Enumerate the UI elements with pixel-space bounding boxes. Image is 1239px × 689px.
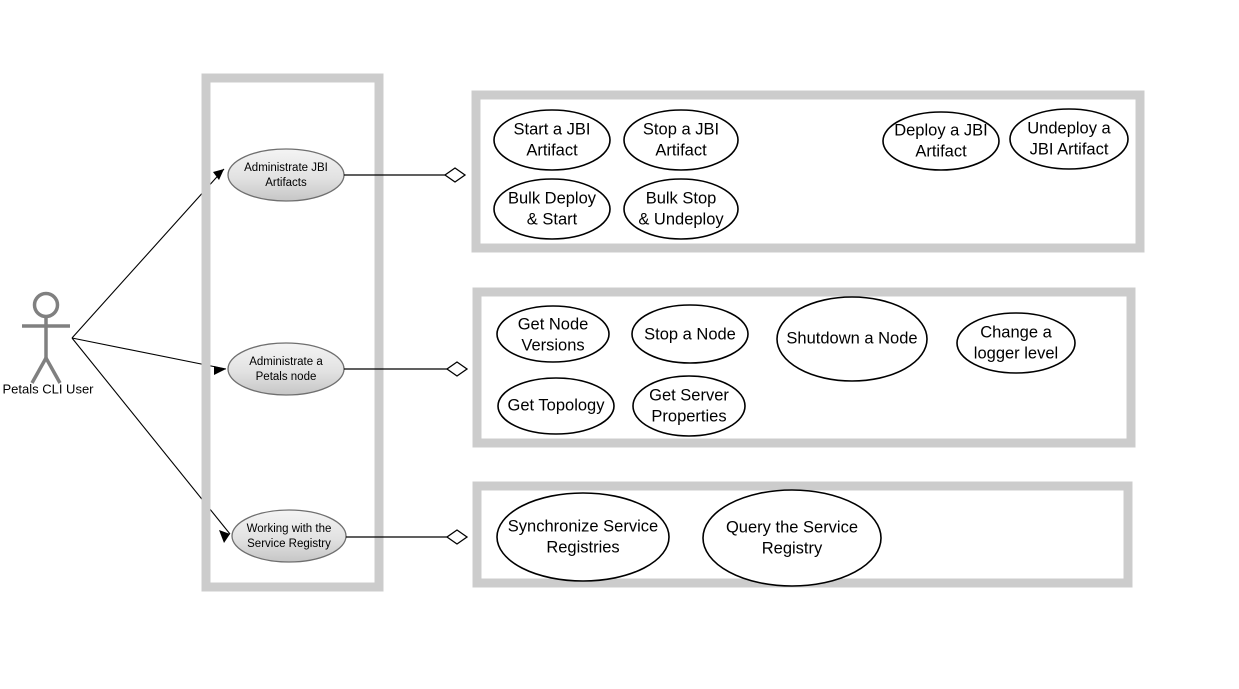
association-to-petals-node [71, 337, 227, 370]
arrowhead-service-registry-icon [219, 530, 230, 543]
usecase-label-change-a-logger-level-line1: Change a [980, 323, 1052, 341]
usecase-ellipse-bulk-deploy-and-start[interactable] [493, 178, 611, 240]
group-container-frame [201, 73, 384, 592]
actor-right-leg-icon [44, 357, 62, 384]
usecase-label-get-server-properties-line2: Properties [651, 407, 726, 425]
usecase-label-shutdown-a-node-line1: Shutdown a Node [786, 329, 917, 347]
usecase-get-node-versions[interactable]: Get Node Versions [496, 305, 610, 363]
usecase-ellipse-query-the-service-registry[interactable] [702, 489, 882, 587]
usecase-query-the-service-registry[interactable]: Query the Service Registry [702, 489, 882, 587]
association-to-jbi-artifacts [71, 168, 225, 339]
usecase-ellipse-get-server-properties[interactable] [632, 375, 746, 437]
aggregation-diamond-petals-node-icon [445, 361, 469, 377]
usecase-ellipse-get-node-versions[interactable] [496, 305, 610, 363]
group-label-jbi-artifacts-line2: Artifacts [265, 177, 307, 189]
usecase-label-undeploy-a-jbi-artifact-line1: Undeploy a [1027, 119, 1111, 137]
usecase-label-get-node-versions-line1: Get Node [518, 315, 589, 333]
usecase-ellipse-stop-a-node[interactable] [631, 304, 749, 364]
usecase-label-undeploy-a-jbi-artifact-line2: JBI Artifact [1030, 140, 1109, 158]
usecase-shutdown-a-node[interactable]: Shutdown a Node [776, 296, 928, 382]
usecase-label-deploy-a-jbi-artifact-line2: Artifact [915, 142, 967, 160]
usecase-synchronize-service-registries[interactable]: Synchronize Service Registries [496, 492, 670, 582]
usecase-stop-a-jbi-artifact[interactable]: Stop a JBI Artifact [623, 109, 739, 171]
usecase-label-get-topology-line1: Get Topology [508, 396, 606, 414]
usecase-ellipse-synchronize-service-registries[interactable] [496, 492, 670, 582]
usecase-label-stop-a-jbi-artifact-line1: Stop a JBI [643, 120, 719, 138]
usecase-deploy-a-jbi-artifact[interactable]: Deploy a JBI Artifact [882, 111, 1000, 171]
usecase-ellipse-get-topology[interactable] [497, 377, 615, 435]
usecase-label-start-a-jbi-artifact-line1: Start a JBI [513, 120, 590, 138]
usecase-ellipse-undeploy-a-jbi-artifact[interactable] [1009, 108, 1129, 170]
actor-head-icon [32, 291, 60, 319]
arrowhead-petals-node-icon [214, 366, 226, 375]
usecase-stop-a-node[interactable]: Stop a Node [631, 304, 749, 364]
usecase-bulk-deploy-and-start[interactable]: Bulk Deploy & Start [493, 178, 611, 240]
usecase-ellipse-deploy-a-jbi-artifact[interactable] [882, 111, 1000, 171]
usecase-ellipse-stop-a-jbi-artifact[interactable] [623, 109, 739, 171]
usecase-label-query-the-service-registry-line1: Query the Service [726, 518, 858, 536]
group-usecase-working-with-the-service-registry[interactable]: Working with the Service Registry [231, 509, 347, 563]
panel-frame-jbi-artifacts [471, 90, 1145, 253]
actor-left-leg-icon [30, 357, 48, 384]
group-usecase-administrate-a-petals-node[interactable]: Administrate a Petals node [227, 342, 345, 396]
group-label-petals-node-line2: Petals node [256, 371, 317, 383]
usecase-ellipse-bulk-stop-and-undeploy[interactable] [623, 178, 739, 240]
usecase-label-deploy-a-jbi-artifact-line1: Deploy a JBI [894, 121, 988, 139]
group-label-service-registry-line2: Service Registry [247, 538, 331, 550]
usecase-ellipse-change-a-logger-level[interactable] [956, 312, 1076, 374]
actor-label: Petals CLI User [2, 381, 94, 396]
group-usecase-administrate-jbi-artifacts[interactable]: Administrate JBI Artifacts [227, 148, 345, 202]
usecase-label-synchronize-service-registries-line1: Synchronize Service [508, 517, 658, 535]
group-label-petals-node-line1: Administrate a [249, 356, 323, 368]
aggregation-diamond-jbi-artifacts-icon [443, 167, 467, 183]
aggregation-links [344, 167, 469, 545]
usecase-label-start-a-jbi-artifact-line2: Artifact [526, 141, 578, 159]
usecase-label-change-a-logger-level-line2: logger level [974, 344, 1058, 362]
group-ellipse-petals-node[interactable] [227, 342, 345, 396]
usecase-label-stop-a-jbi-artifact-line2: Artifact [655, 141, 707, 159]
usecase-label-get-node-versions-line2: Versions [521, 336, 584, 354]
usecase-start-a-jbi-artifact[interactable]: Start a JBI Artifact [493, 109, 611, 171]
usecase-ellipse-shutdown-a-node[interactable] [776, 296, 928, 382]
arrowhead-jbi-artifacts-icon [213, 169, 224, 180]
usecase-label-bulk-stop-and-undeploy-line2: & Undeploy [638, 210, 724, 228]
usecase-ellipse-start-a-jbi-artifact[interactable] [493, 109, 611, 171]
group-ellipse-service-registry[interactable] [231, 509, 347, 563]
usecase-label-get-server-properties-line1: Get Server [649, 386, 729, 404]
usecase-label-synchronize-service-registries-line2: Registries [546, 538, 619, 556]
usecase-label-stop-a-node-line1: Stop a Node [644, 325, 736, 343]
actor-petals-cli-user[interactable]: Petals CLI User [2, 291, 94, 397]
group-label-service-registry-line1: Working with the [247, 523, 332, 535]
group-label-jbi-artifacts-line1: Administrate JBI [244, 162, 328, 174]
usecase-label-bulk-deploy-and-start-line2: & Start [527, 210, 578, 228]
aggregation-diamond-service-registry-icon [445, 529, 469, 545]
usecase-bulk-stop-and-undeploy[interactable]: Bulk Stop & Undeploy [623, 178, 739, 240]
usecase-get-server-properties[interactable]: Get Server Properties [632, 375, 746, 437]
usecase-label-bulk-stop-and-undeploy-line1: Bulk Stop [646, 189, 717, 207]
usecase-label-query-the-service-registry-line2: Registry [762, 539, 823, 557]
usecase-change-a-logger-level[interactable]: Change a logger level [956, 312, 1076, 374]
panel-frame-petals-node [472, 287, 1136, 448]
group-ellipse-jbi-artifacts[interactable] [227, 148, 345, 202]
usecase-get-topology[interactable]: Get Topology [497, 377, 615, 435]
usecase-label-bulk-deploy-and-start-line1: Bulk Deploy [508, 189, 597, 207]
usecase-undeploy-a-jbi-artifact[interactable]: Undeploy a JBI Artifact [1009, 108, 1129, 170]
